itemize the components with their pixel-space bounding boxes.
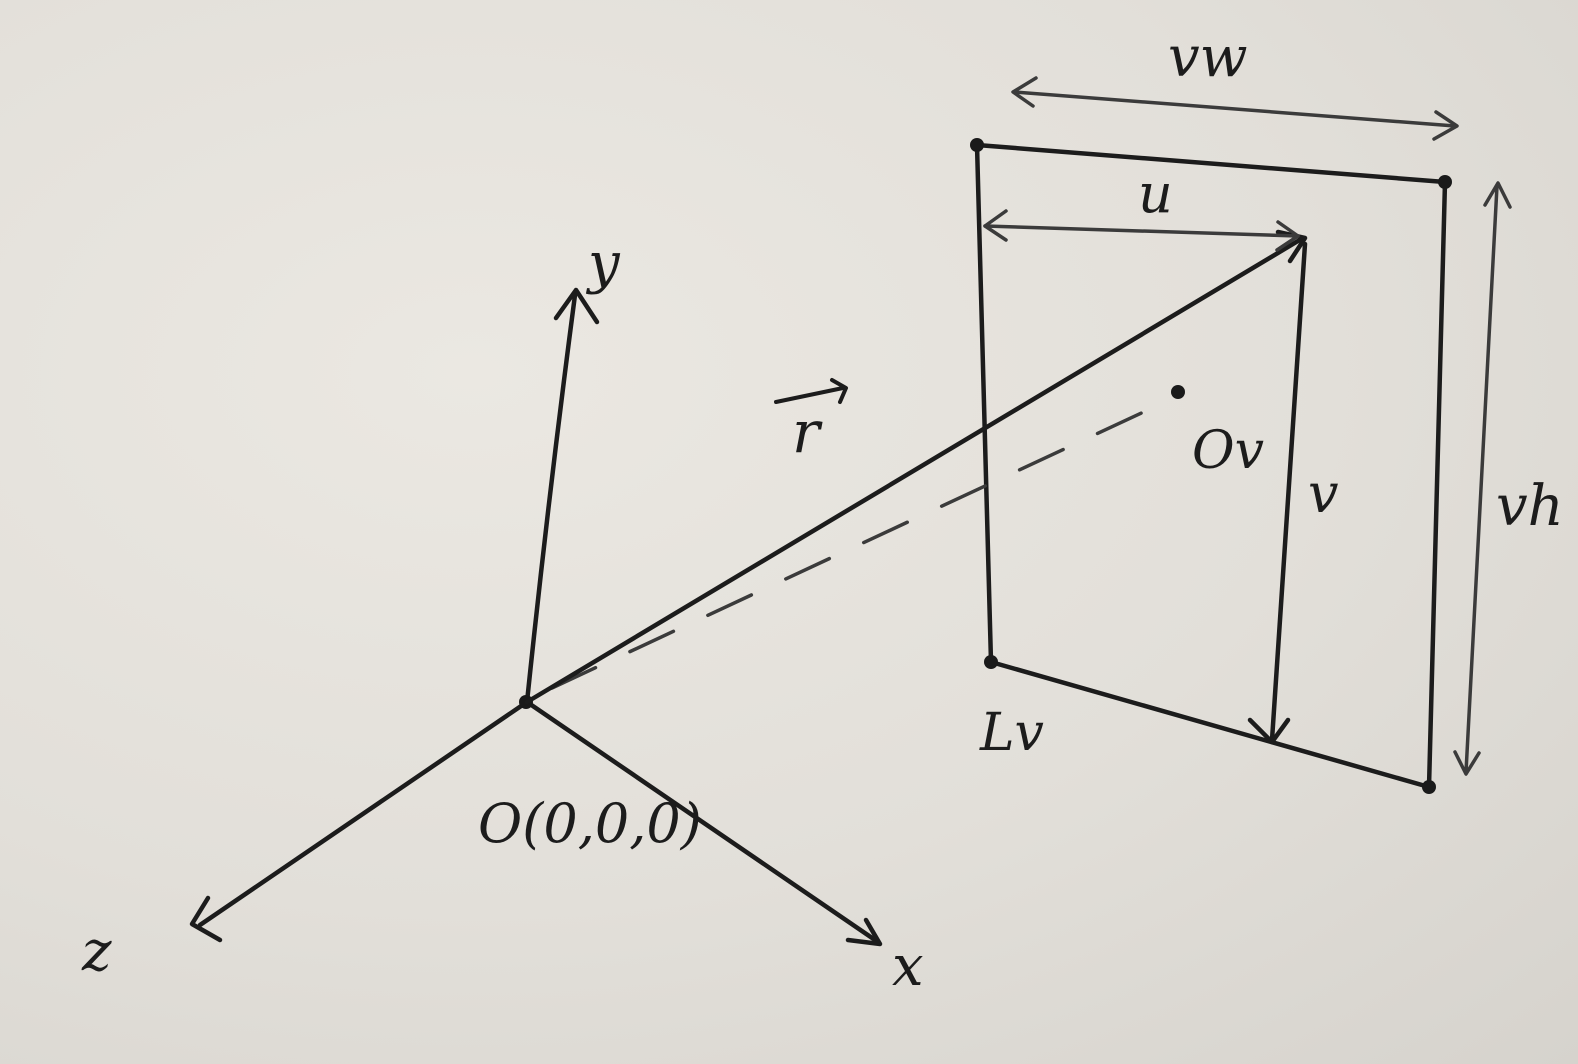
viewport-center-label: Ov	[1192, 421, 1264, 481]
viewport-top-left-dot	[970, 138, 984, 152]
vh-arrow-top-head	[1483, 181, 1512, 209]
y-axis	[524, 292, 578, 705]
vh-arrow-line	[1464, 184, 1499, 774]
y-axis-label: y	[585, 231, 621, 296]
dashed-line-to-center	[550, 400, 1167, 690]
vw-arrow-right-head	[1432, 110, 1459, 141]
viewport-center-dot	[1171, 385, 1185, 399]
vh-arrow-bottom-head	[1453, 750, 1481, 776]
viewport-top-right-dot	[1438, 175, 1452, 189]
u-arrow-left-head	[983, 209, 1008, 242]
u-arrow	[983, 209, 1300, 252]
vw-arrow-left-head	[1011, 76, 1038, 108]
z-axis-arrowhead	[189, 895, 223, 943]
v-arrow-head	[1247, 717, 1291, 745]
viewport-plane	[970, 138, 1452, 794]
vh-label: vh	[1496, 474, 1564, 539]
vh-arrow	[1453, 181, 1512, 776]
ray-vector-label: r	[792, 398, 823, 466]
ray-vector-label-group: r	[774, 378, 848, 466]
vector-bar-icon	[774, 386, 845, 404]
v-arrow	[1247, 241, 1308, 745]
z-axis	[197, 699, 530, 928]
ray-vector	[524, 229, 1308, 705]
vw-label: vw	[1168, 25, 1248, 90]
x-axis	[524, 699, 881, 945]
u-label: u	[1138, 162, 1173, 225]
vw-arrow-line	[1013, 90, 1457, 128]
vw-arrow	[1011, 76, 1459, 141]
v-label: v	[1308, 462, 1339, 525]
origin-label: O(0,0,0)	[478, 792, 702, 855]
u-arrow-line	[983, 224, 1300, 238]
viewport-corner-label: Lv	[979, 703, 1044, 763]
z-axis-label: z	[81, 919, 112, 984]
viewport-bottom-right-dot	[1422, 780, 1436, 794]
u-arrow-right-head	[1275, 220, 1300, 252]
v-arrow-line	[1269, 241, 1308, 743]
ray-line	[524, 235, 1306, 705]
x-axis-arrowhead	[845, 917, 883, 947]
axes	[189, 287, 883, 947]
viewport-bottom-left-dot	[984, 655, 998, 669]
x-axis-label: x	[892, 934, 924, 999]
y-axis-arrowhead	[553, 287, 600, 325]
vector-bar-arrow-icon	[830, 378, 848, 404]
